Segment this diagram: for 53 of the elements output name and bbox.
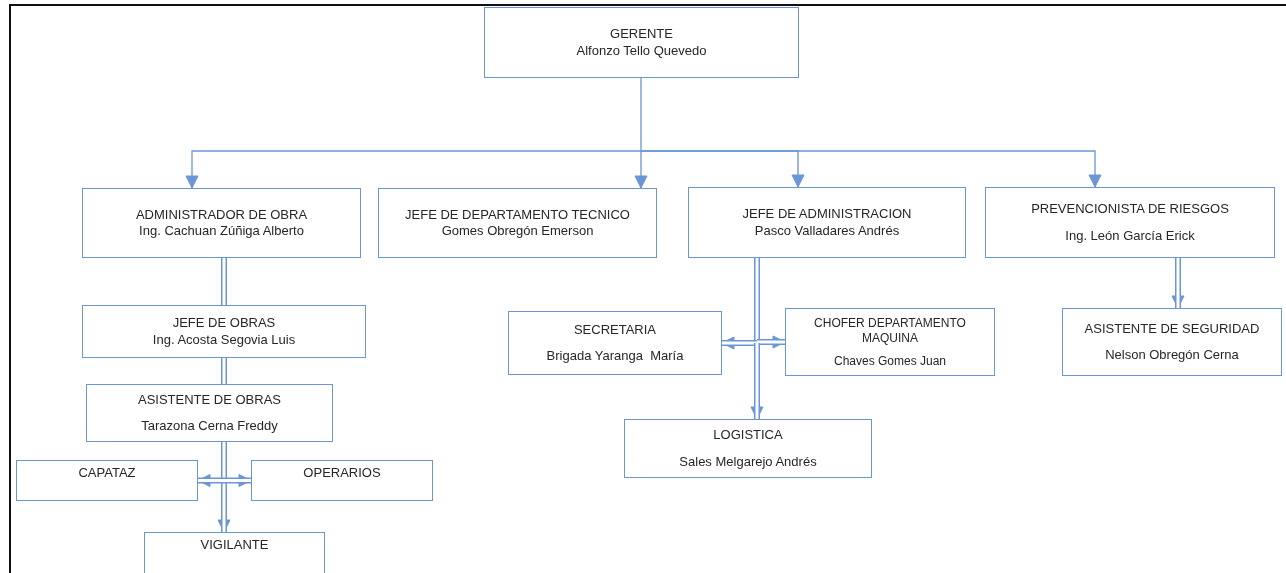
arrow xyxy=(197,474,224,487)
person-name: Brigada Yaranga María xyxy=(546,348,684,365)
role-title: ADMINISTRADOR DE OBRA xyxy=(135,206,308,223)
role-title: VIGILANTE xyxy=(200,537,269,554)
arrow xyxy=(224,474,252,487)
role-title: CAPATAZ xyxy=(78,465,136,482)
person-name: Chaves Gomes Juan xyxy=(833,353,947,369)
role-box xyxy=(1062,308,1282,376)
arrow xyxy=(757,335,786,349)
person-name: Gomes Obregón Emerson xyxy=(441,223,594,240)
role-title: JEFE DE ADMINISTRACION xyxy=(742,206,912,223)
role-title: ASISTENTE DE OBRAS xyxy=(137,391,281,408)
role-title: SECRETARIA xyxy=(573,321,657,338)
role-title: JEFE DE DEPARTAMENTO TECNICO xyxy=(405,206,630,223)
arrow xyxy=(1171,258,1185,309)
person-name: Pasco Valladares Andrés xyxy=(754,222,900,239)
role-title: CHOFER DEPARTAMENTO MAQUINA xyxy=(813,315,967,346)
connector-line xyxy=(221,442,227,481)
role-title: ASISTENTE DE SEGURIDAD xyxy=(1084,320,1260,337)
role-box xyxy=(484,7,799,78)
connector-line xyxy=(221,358,227,384)
role-box xyxy=(508,311,722,375)
role-box xyxy=(688,187,966,258)
arrow xyxy=(640,150,1102,188)
role-title: JEFE DE OBRAS xyxy=(172,315,276,332)
person-name: Nelson Obregón Cerna xyxy=(1105,347,1239,364)
arrow xyxy=(721,336,757,350)
person-name: Tarazona Cerna Freddy xyxy=(141,418,278,435)
connector-line xyxy=(640,77,642,152)
role-box xyxy=(785,308,995,376)
person-name: Alfonzo Tello Quevedo xyxy=(576,42,707,59)
role-box xyxy=(82,188,361,258)
role-box xyxy=(82,305,366,358)
role-box xyxy=(985,187,1275,258)
person-name: Ing. Cachuan Zúñiga Alberto xyxy=(139,223,304,240)
role-title: PREVENCIONISTA DE RIESGOS xyxy=(1031,201,1229,218)
connector-line xyxy=(754,258,760,343)
role-box xyxy=(251,460,433,501)
person-name: Sales Melgarejo Andrés xyxy=(679,453,817,470)
role-box xyxy=(144,532,325,573)
role-title: LOGISTICA xyxy=(713,427,783,444)
role-box xyxy=(624,419,872,478)
arrow xyxy=(750,343,764,420)
person-name: Ing. León García Erick xyxy=(1065,227,1195,244)
connector-line xyxy=(221,258,227,305)
role-title: GERENTE xyxy=(610,26,673,43)
role-box xyxy=(378,188,657,258)
person-name: Ing. Acosta Segovia Luis xyxy=(152,331,296,348)
arrow xyxy=(634,150,648,189)
role-box xyxy=(86,384,333,442)
role-box xyxy=(16,460,198,501)
role-title: OPERARIOS xyxy=(303,465,381,482)
arrow xyxy=(185,150,642,189)
